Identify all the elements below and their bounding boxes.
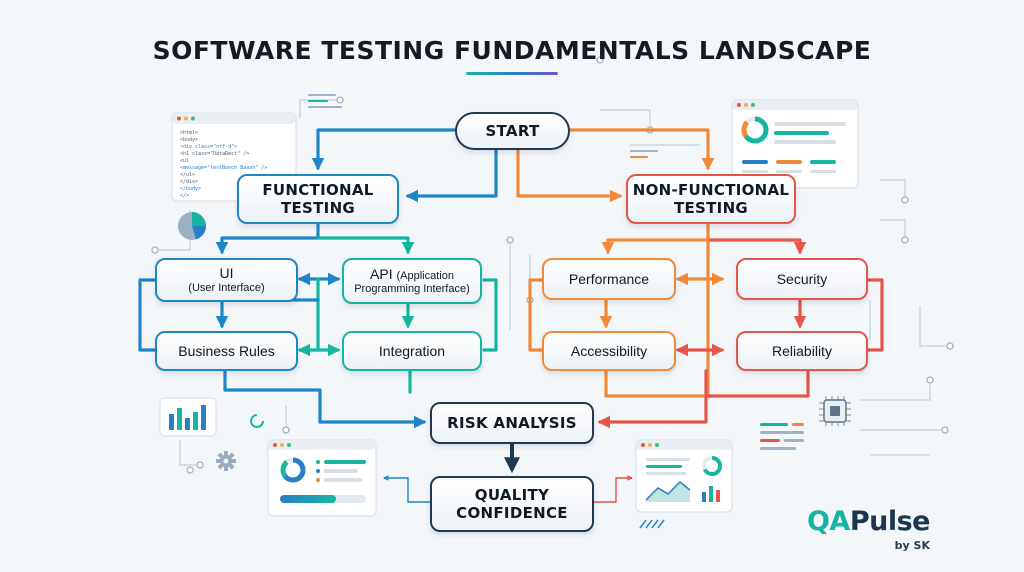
code-line: <message="testBunch Baash" /> xyxy=(180,165,267,171)
code-line: <body> xyxy=(180,137,198,143)
code-line: </> xyxy=(180,193,189,199)
node-integration: Integration xyxy=(342,331,482,371)
code-line: </body> xyxy=(180,186,201,192)
code-lines-decor xyxy=(760,423,804,450)
connector-start-to-nonfunctional-2 xyxy=(516,148,623,203)
node-functional-testing-label: FUNCTIONAL TESTING xyxy=(262,181,374,217)
dashboard-card-decor xyxy=(731,99,859,189)
node-accessibility-label: Accessibility xyxy=(570,342,648,359)
code-line: <div class="ntf-d"> xyxy=(180,144,237,150)
connector-nonfunctional-to-risk xyxy=(597,369,708,429)
code-line: <ul xyxy=(180,158,189,164)
analytics-card-decor xyxy=(635,439,733,513)
node-ui-label: UI xyxy=(219,265,234,281)
node-api-paren: (Application xyxy=(396,269,454,282)
code-line: <html> xyxy=(180,130,198,136)
node-ui-sublabel: (User Interface) xyxy=(188,281,265,294)
code-line: </div> xyxy=(180,179,198,185)
brand-logo: QAPulse xyxy=(760,506,931,537)
pie-chart-icon xyxy=(178,212,206,240)
node-start: START xyxy=(455,112,570,150)
connector-start-to-functional-2 xyxy=(405,148,498,203)
code-lines-decor-top xyxy=(308,94,658,158)
node-ui: UI (User Interface) xyxy=(155,258,298,302)
bar-chart-icon xyxy=(159,397,217,437)
node-risk-analysis: RISK ANALYSIS xyxy=(430,402,594,444)
title-underline xyxy=(466,72,558,75)
node-start-label: START xyxy=(485,122,540,140)
code-line: </ul> xyxy=(180,172,195,178)
gear-icon xyxy=(216,451,236,471)
node-non-functional-testing: NON-FUNCTIONAL TESTING xyxy=(626,174,796,224)
progress-dashboard-decor xyxy=(267,439,377,517)
code-line: <h1 class="DataDect" /> xyxy=(180,151,249,157)
connector-start-to-functional xyxy=(311,128,457,171)
connector-functional-to-risk xyxy=(223,369,427,429)
node-risk-analysis-label: RISK ANALYSIS xyxy=(447,414,577,432)
node-security-label: Security xyxy=(776,270,828,287)
chip-icon xyxy=(819,396,851,426)
node-api-sublabel: Programming Interface) xyxy=(354,283,470,295)
node-reliability: Reliability xyxy=(736,331,868,371)
node-integration-label: Integration xyxy=(378,342,446,359)
node-business-rules-label: Business Rules xyxy=(178,342,275,359)
node-performance: Performance xyxy=(542,258,676,300)
node-api-label: API xyxy=(370,265,393,282)
node-reliability-label: Reliability xyxy=(772,342,832,359)
node-quality-confidence: QUALITY CONFIDENCE xyxy=(430,476,594,532)
node-api: API (Application Programming Interface) xyxy=(342,258,482,304)
code-snippet: <html> <body> <div class="ntf-d"> <h1 cl… xyxy=(180,130,267,199)
brand-pulse: Pulse xyxy=(849,506,931,537)
brand-qa: QA xyxy=(806,506,850,537)
node-functional-testing: FUNCTIONAL TESTING xyxy=(237,174,399,224)
node-non-functional-testing-label: NON-FUNCTIONAL TESTING xyxy=(632,181,790,217)
connector-start-to-nonfunctional xyxy=(568,128,715,171)
brand-byline: by SK xyxy=(894,539,930,552)
page-title: SOFTWARE TESTING FUNDAMENTALS LANDSCAPE xyxy=(152,36,872,65)
loader-icon xyxy=(250,414,264,428)
node-business-rules: Business Rules xyxy=(155,331,298,371)
hatch-decor xyxy=(639,519,665,529)
node-quality-confidence-label: QUALITY CONFIDENCE xyxy=(456,486,568,522)
node-performance-label: Performance xyxy=(568,270,650,287)
node-accessibility: Accessibility xyxy=(542,331,676,371)
node-security: Security xyxy=(736,258,868,300)
